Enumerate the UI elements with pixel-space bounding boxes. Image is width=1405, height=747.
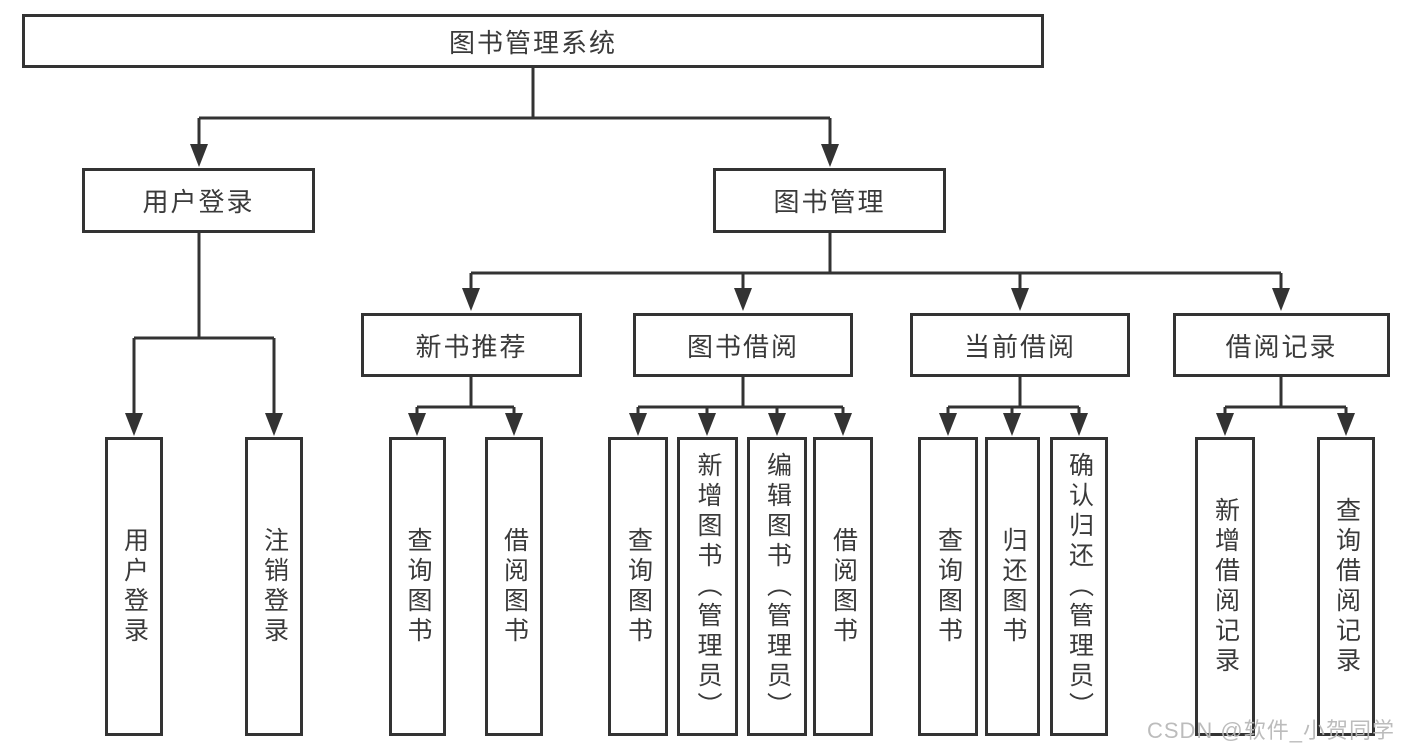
leaf-user-login: 用户登录	[105, 437, 163, 736]
node-user-login: 用户登录	[82, 168, 315, 233]
leaf-return-book: 归还图书	[985, 437, 1040, 736]
leaf-borrow-books-recommend: 借阅图书	[485, 437, 543, 736]
leaf-query-books-current: 查询图书	[918, 437, 978, 736]
node-current-borrowing: 当前借阅	[910, 313, 1130, 377]
node-new-book-recommendation: 新书推荐	[361, 313, 582, 377]
leaf-logout: 注销登录	[245, 437, 303, 736]
leaf-query-books-recommend: 查询图书	[389, 437, 446, 736]
leaf-add-book-admin: 新增图书（管理员）	[677, 437, 738, 736]
node-book-management: 图书管理	[713, 168, 946, 233]
leaf-confirm-return-admin: 确认归还（管理员）	[1050, 437, 1108, 736]
node-borrowing-records: 借阅记录	[1173, 313, 1390, 377]
leaf-query-books-borrowing: 查询图书	[608, 437, 668, 736]
leaf-edit-book-admin: 编辑图书（管理员）	[747, 437, 807, 736]
node-book-borrowing: 图书借阅	[633, 313, 853, 377]
watermark: CSDN @软件_小贺同学	[1146, 718, 1395, 743]
leaf-query-borrow-record: 查询借阅记录	[1317, 437, 1375, 736]
leaf-add-borrow-record: 新增借阅记录	[1195, 437, 1255, 736]
node-library-management-system: 图书管理系统	[22, 14, 1044, 68]
leaf-borrow-books-borrowing: 借阅图书	[813, 437, 873, 736]
